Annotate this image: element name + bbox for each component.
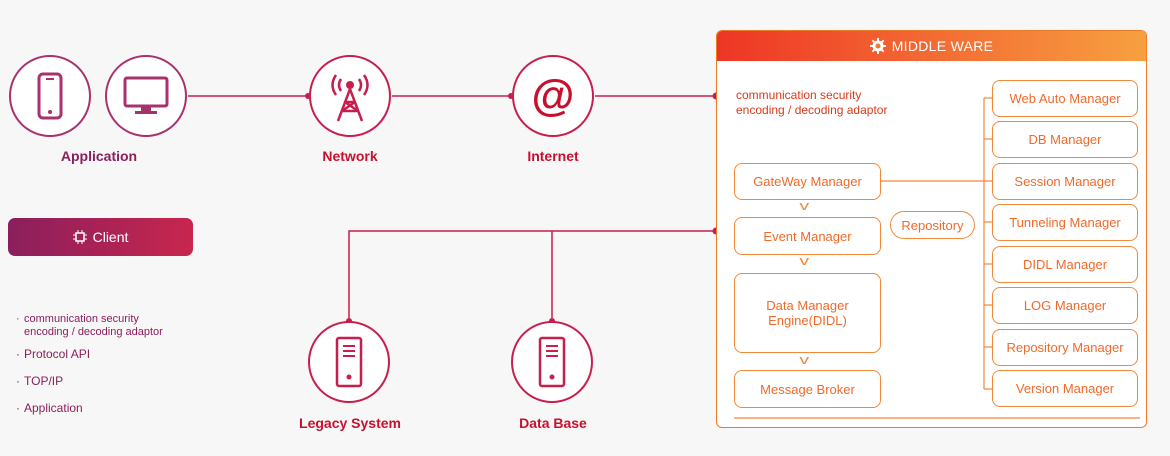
repository-box: Repository	[890, 211, 975, 239]
monitor-icon	[123, 76, 169, 114]
chevron-down-icon: v	[799, 253, 810, 268]
application-phone-node	[9, 55, 91, 137]
gateway-manager-box: GateWay Manager	[734, 163, 881, 200]
middleware-header: MIDDLE WARE	[717, 31, 1146, 61]
client-feature-1: ·communication security encoding / decod…	[16, 313, 163, 338]
event-manager-box: Event Manager	[734, 217, 881, 255]
web-auto-manager-box: Web Auto Manager	[992, 80, 1138, 117]
version-manager-box: Version Manager	[992, 370, 1138, 407]
client-feature-3: ·TOP/IP	[16, 374, 64, 388]
log-manager-box: LOG Manager	[992, 287, 1138, 324]
client-feature-4: ·Application	[16, 401, 83, 415]
internet-label: Internet	[527, 148, 579, 164]
chevron-down-icon: v	[799, 198, 810, 213]
data-base-node	[511, 321, 593, 403]
gear-icon	[869, 38, 886, 54]
repository-manager-box: Repository Manager	[992, 329, 1138, 366]
internet-node: @	[512, 55, 594, 137]
middleware-description: communication security encoding / decodi…	[736, 88, 888, 117]
session-manager-box: Session Manager	[992, 163, 1138, 200]
chevron-down-icon: v	[799, 352, 810, 367]
chip-icon	[72, 230, 87, 244]
network-label: Network	[322, 148, 378, 164]
data-manager-engine-box: Data Manager Engine(DIDL)	[734, 273, 881, 353]
phone-icon	[37, 72, 63, 120]
db-manager-box: DB Manager	[992, 121, 1138, 158]
legacy-system-node	[308, 321, 390, 403]
application-monitor-node	[105, 55, 187, 137]
application-label: Application	[60, 148, 138, 164]
at-icon: @	[531, 71, 575, 120]
network-node	[309, 55, 391, 137]
client-button[interactable]: Client	[8, 218, 193, 256]
middleware-title: MIDDLE WARE	[891, 38, 994, 54]
server-icon	[335, 336, 363, 388]
server-icon	[538, 336, 566, 388]
data-base-label: Data Base	[519, 415, 587, 431]
client-label: Client	[92, 229, 129, 245]
tunneling-manager-box: Tunneling Manager	[992, 204, 1138, 241]
antenna-icon	[331, 74, 369, 122]
legacy-system-label: Legacy System	[299, 415, 401, 431]
didl-manager-box: DIDL Manager	[992, 246, 1138, 283]
message-broker-box: Message Broker	[734, 370, 881, 408]
client-feature-2: ·Protocol API	[16, 347, 91, 361]
